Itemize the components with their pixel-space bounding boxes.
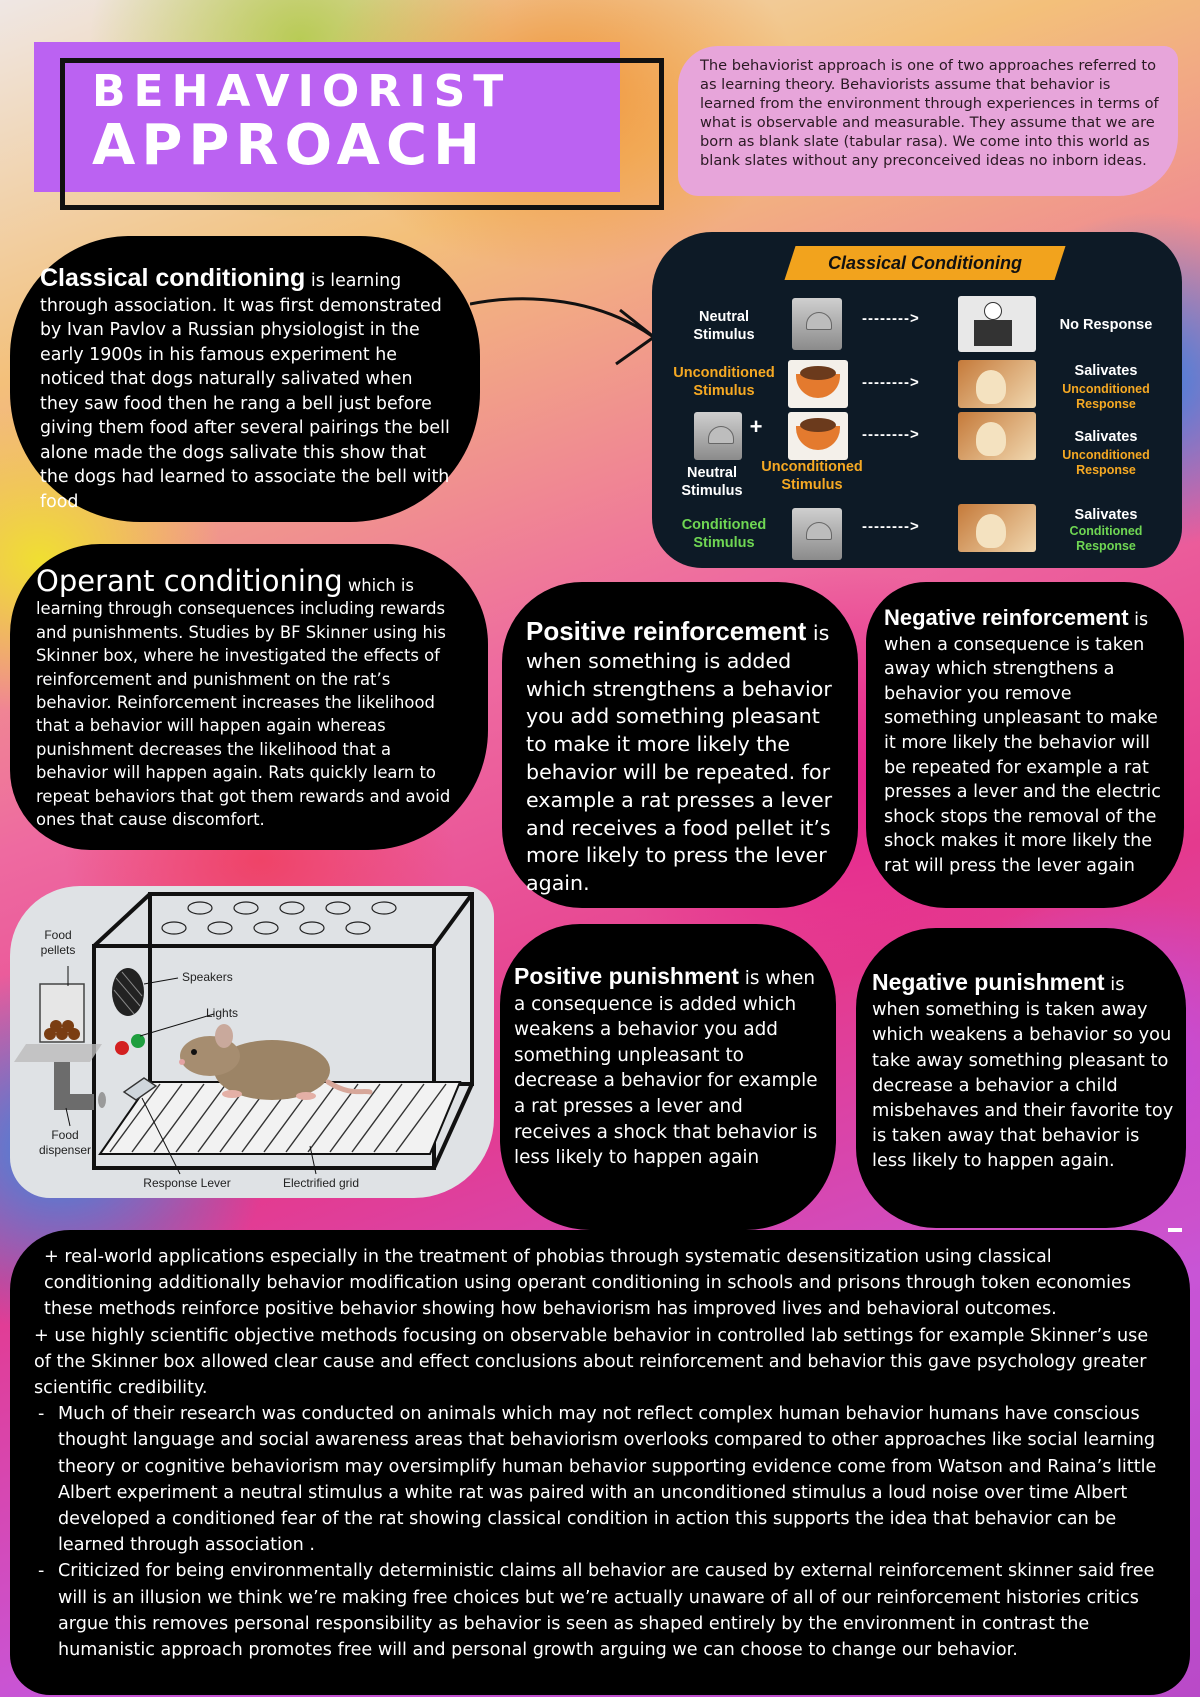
positive-punishment-term: Positive punishment (514, 963, 739, 989)
row1-left-label: Neutral Stimulus (693, 309, 755, 343)
row2-arrow: --------> (862, 374, 920, 391)
negative-punishment-text: is when something is taken away which we… (872, 974, 1174, 1172)
evaluation-strength-2: + use highly scientific objective method… (34, 1325, 1149, 1399)
person-image (958, 296, 1036, 352)
evaluation-section: + real-world applications especially in … (10, 1230, 1190, 1695)
electrified-grid-label: Electrified grid (282, 1176, 360, 1190)
bullet-dash: - (38, 1404, 45, 1425)
evaluation-strength-1: + real-world applications especially in … (44, 1247, 1132, 1320)
plus-sign: + (749, 414, 763, 439)
row2-right-label: Salivates (1074, 363, 1138, 379)
row3-left-label-b: Unconditioned Stimulus (761, 459, 863, 493)
negative-reinforcement-section: Negative reinforcement is when a consequ… (866, 582, 1184, 908)
classical-conditioning-term: Classical conditioning (40, 264, 306, 292)
page-title: BEHAVIORIST APPROACH (92, 70, 632, 174)
row3-arrow: --------> (862, 426, 920, 443)
lights-label: Lights (206, 1006, 239, 1020)
classical-conditioning-section: Classical conditioning is learning throu… (10, 236, 480, 522)
dog-image (958, 412, 1036, 460)
positive-reinforcement-term: Positive reinforcement (526, 616, 807, 646)
positive-punishment-text: is when a consequence is added which wea… (514, 968, 818, 1169)
operant-conditioning-text: which is learning through consequences i… (36, 576, 451, 830)
row1-arrow: --------> (862, 310, 920, 327)
row2-left-label: Unconditioned Stimulus (673, 365, 775, 399)
title-band (34, 42, 620, 192)
intro-paragraph: The behaviorist approach is one of two a… (678, 46, 1178, 196)
operant-conditioning-section: Operant conditioning which is learning t… (10, 544, 488, 850)
arrow-to-diagram (470, 297, 657, 366)
positive-reinforcement-section: Positive reinforcement is when something… (502, 582, 858, 908)
diagram-title: Classical Conditioning (827, 253, 1023, 273)
rat-image (179, 1024, 373, 1100)
food-pellets-label: Food pellets (40, 928, 76, 957)
operant-conditioning-term: Operant conditioning (36, 564, 343, 598)
row2-right-sublabel: Unconditioned Response (1062, 382, 1150, 411)
diagram-title-banner: Classical Conditioning (784, 246, 1066, 280)
dog-image (958, 504, 1036, 552)
classical-conditioning-text: is learning through association. It was … (40, 271, 450, 512)
positive-reinforcement-text: is when something is added which strengt… (526, 621, 833, 896)
food-bowl-image (788, 412, 848, 460)
evaluation-weakness-1-text: Much of their research was conducted on … (58, 1404, 1157, 1556)
bell-image (694, 412, 742, 460)
row3-left-label-a: Neutral Stimulus (681, 465, 743, 499)
negative-reinforcement-term: Negative reinforcement (884, 605, 1129, 630)
evaluation-weakness-2: - Criticized for being environmentally d… (34, 1558, 1160, 1663)
row3-right-label: Salivates (1074, 429, 1138, 445)
row4-arrow: --------> (862, 518, 920, 535)
negative-reinforcement-text: is when a consequence is taken away whic… (884, 610, 1161, 876)
negative-punishment-term: Negative punishment (872, 969, 1105, 995)
row3-right-sublabel: Unconditioned Response (1062, 448, 1150, 477)
food-dispenser-label: Food dispenser (38, 1128, 92, 1157)
dog-image (958, 360, 1036, 408)
row1-right-label: No Response (1059, 317, 1153, 333)
speakers-label: Speakers (182, 970, 233, 984)
skinner-box-diagram: Food pellets Speakers Lights Food dispen… (10, 886, 494, 1198)
bell-image (792, 508, 842, 560)
bullet-dash: - (38, 1561, 45, 1582)
response-lever-label: Response Lever (143, 1176, 231, 1190)
title-line-1: BEHAVIORIST (92, 66, 512, 117)
title-frame (60, 58, 664, 210)
positive-punishment-section: Positive punishment is when a consequenc… (500, 924, 836, 1230)
evaluation-weakness-2-text: Criticized for being environmentally det… (58, 1561, 1155, 1661)
title-line-2: APPROACH (92, 113, 486, 178)
skinner-box-illustration (14, 892, 474, 1175)
bell-image (792, 298, 842, 350)
classical-conditioning-diagram: Classical Conditioning Neutral Stimulus … (652, 232, 1182, 568)
row4-left-label: Conditioned Stimulus (681, 517, 767, 551)
row4-right-sublabel: Conditioned Response (1069, 524, 1143, 553)
food-bowl-image (788, 360, 848, 408)
decorative-dash (1168, 1228, 1182, 1232)
negative-punishment-section: Negative punishment is when something is… (856, 928, 1186, 1228)
evaluation-weakness-1: - Much of their research was conducted o… (34, 1401, 1160, 1558)
row4-right-label: Salivates (1074, 507, 1138, 523)
